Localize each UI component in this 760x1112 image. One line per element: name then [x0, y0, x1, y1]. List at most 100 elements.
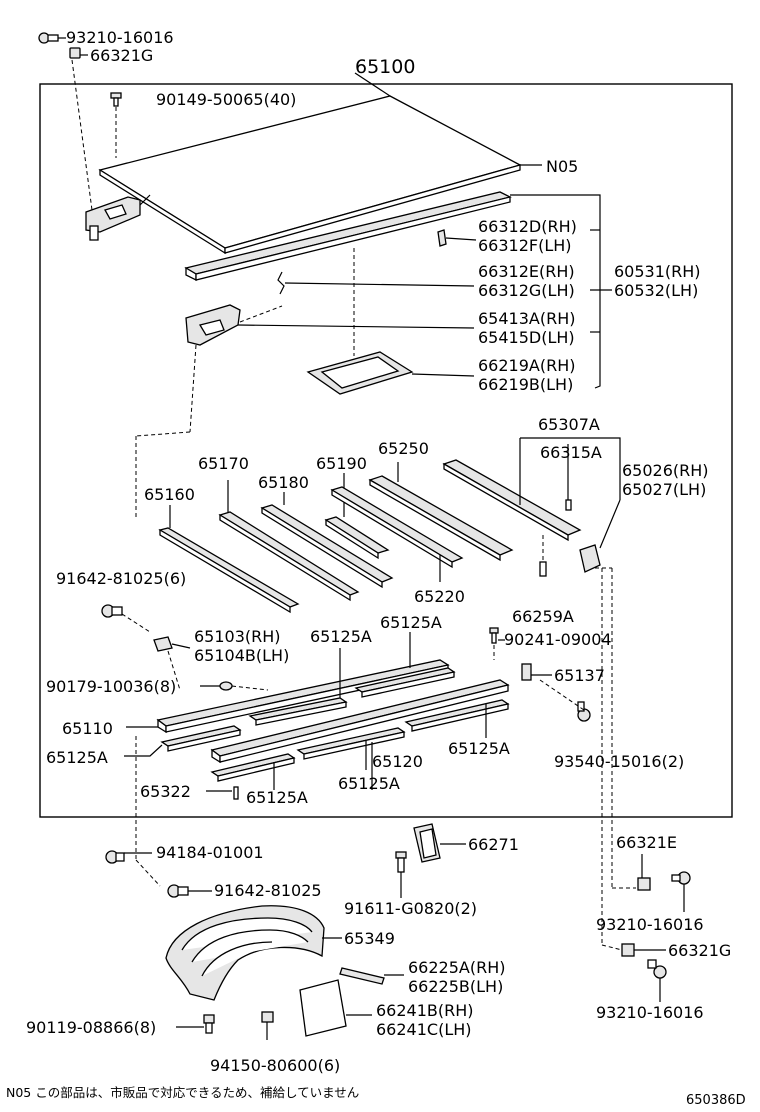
end-bracket — [579, 544, 601, 573]
label-66315a: 66315A — [540, 443, 602, 462]
nut-icon — [621, 943, 635, 957]
label-66225b: 66225B(LH) — [408, 977, 503, 996]
cross-member-65307a — [442, 459, 582, 542]
label-n05: N05 — [546, 157, 578, 176]
sill-65125a — [210, 753, 296, 782]
small-plate — [153, 636, 173, 652]
label-65125a-a: 65125A — [380, 613, 442, 632]
label-93210-16016-mid: 93210-16016 — [596, 915, 704, 934]
label-65125a-f: 65125A — [246, 788, 308, 807]
label-65160: 65160 — [144, 485, 195, 504]
bolt-icon — [167, 884, 189, 898]
label-91642-81025: 91642-81025 — [214, 881, 322, 900]
label-66312g: 66312G(LH) — [478, 281, 575, 300]
nut-icon — [69, 47, 81, 59]
label-65250: 65250 — [378, 439, 429, 458]
label-91611-g0820: 91611-G0820(2) — [344, 899, 477, 918]
cross-member-65190 — [324, 516, 390, 560]
sill-65125a — [160, 725, 242, 752]
mudguard — [165, 905, 325, 1001]
label-66219a: 66219A(RH) — [478, 356, 575, 375]
label-65125a-d: 65125A — [448, 739, 510, 758]
label-93540-15016: 93540-15016(2) — [554, 752, 684, 771]
label-90149-50065: 90149-50065(40) — [156, 90, 296, 109]
label-65104b: 65104B(LH) — [194, 646, 289, 665]
small-frame — [306, 351, 414, 395]
label-66259a: 66259A — [512, 607, 574, 626]
label-65137: 65137 — [554, 666, 605, 685]
label-66312d: 66312D(RH) — [478, 217, 577, 236]
bolt-icon — [671, 871, 691, 885]
small-bracket — [521, 663, 532, 681]
label-66312f: 66312F(LH) — [478, 236, 572, 255]
label-65307a: 65307A — [538, 415, 600, 434]
label-94150-80600: 94150-80600(6) — [210, 1056, 340, 1075]
cross-member-65220 — [330, 486, 464, 569]
cross-member-65170 — [218, 511, 360, 602]
label-65026: 65026(RH) — [622, 461, 709, 480]
bolt-icon — [647, 959, 667, 979]
long-sill-65120 — [210, 679, 510, 764]
label-65190: 65190 — [316, 454, 367, 473]
label-65125a-b: 65125A — [310, 627, 372, 646]
screw-icon — [110, 92, 122, 107]
channel-bracket — [413, 823, 441, 863]
label-94184-01001: 94184-01001 — [156, 843, 264, 862]
label-66321g-bot: 66321G — [668, 941, 731, 960]
bolt-icon — [101, 604, 123, 618]
label-65170: 65170 — [198, 454, 249, 473]
label-65125a-e: 65125A — [338, 774, 400, 793]
label-66271: 66271 — [468, 835, 519, 854]
diagram-code: 650386D — [686, 1093, 746, 1108]
label-91642-81025-6: 91642-81025(6) — [56, 569, 186, 588]
label-60532: 60532(LH) — [614, 281, 698, 300]
label-65110: 65110 — [62, 719, 113, 738]
footnote: N05 この部品は、市販品で対応できるため、補給していません — [6, 1085, 359, 1100]
sill-65125a — [296, 727, 406, 760]
label-66321g-top: 66321G — [90, 46, 153, 65]
hinge-bracket — [85, 196, 141, 241]
assembly-frame — [39, 83, 733, 818]
cross-member-65160 — [158, 527, 300, 614]
label-66312e: 66312E(RH) — [478, 262, 575, 281]
nut-icon — [637, 877, 651, 891]
sill-65125a — [404, 699, 510, 732]
cross-member-65180 — [260, 504, 394, 589]
nut-icon — [261, 1011, 274, 1023]
label-65413a: 65413A(RH) — [478, 309, 575, 328]
sill-65125a — [354, 667, 456, 698]
label-90119-08866: 90119-08866(8) — [26, 1018, 156, 1037]
label-65100: 65100 — [355, 56, 415, 78]
label-65180: 65180 — [258, 473, 309, 492]
label-93210-16016-top: 93210-16016 — [66, 28, 174, 47]
label-65120: 65120 — [372, 752, 423, 771]
washer-icon — [219, 681, 233, 691]
label-60531: 60531(RH) — [614, 262, 701, 281]
label-65103: 65103(RH) — [194, 627, 281, 646]
rail-clip-small — [437, 229, 447, 247]
label-65220: 65220 — [414, 587, 465, 606]
corner-bracket — [185, 304, 241, 346]
stay-bracket — [339, 967, 385, 985]
label-66219b: 66219B(LH) — [478, 375, 573, 394]
cross-member-65250 — [368, 475, 514, 562]
label-90241-09004: 90241-09004 — [504, 630, 612, 649]
bolt-icon — [577, 701, 591, 722]
label-65125a-c: 65125A — [46, 748, 108, 767]
label-65349: 65349 — [344, 929, 395, 948]
label-66241b: 66241B(RH) — [376, 1001, 474, 1020]
long-sill-65110 — [156, 659, 450, 734]
label-66321e: 66321E — [616, 833, 677, 852]
mud-flap — [299, 979, 347, 1037]
label-90179-10036: 90179-10036(8) — [46, 677, 176, 696]
label-65027: 65027(LH) — [622, 480, 706, 499]
label-93210-16016-bot: 93210-16016 — [596, 1003, 704, 1022]
label-66241c: 66241C(LH) — [376, 1020, 472, 1039]
label-65322: 65322 — [140, 782, 191, 801]
bolt-icon — [38, 32, 59, 44]
grommet-icon — [105, 850, 125, 864]
label-66225a: 66225A(RH) — [408, 958, 505, 977]
sill-65125a — [248, 697, 348, 726]
label-65415d: 65415D(LH) — [478, 328, 575, 347]
